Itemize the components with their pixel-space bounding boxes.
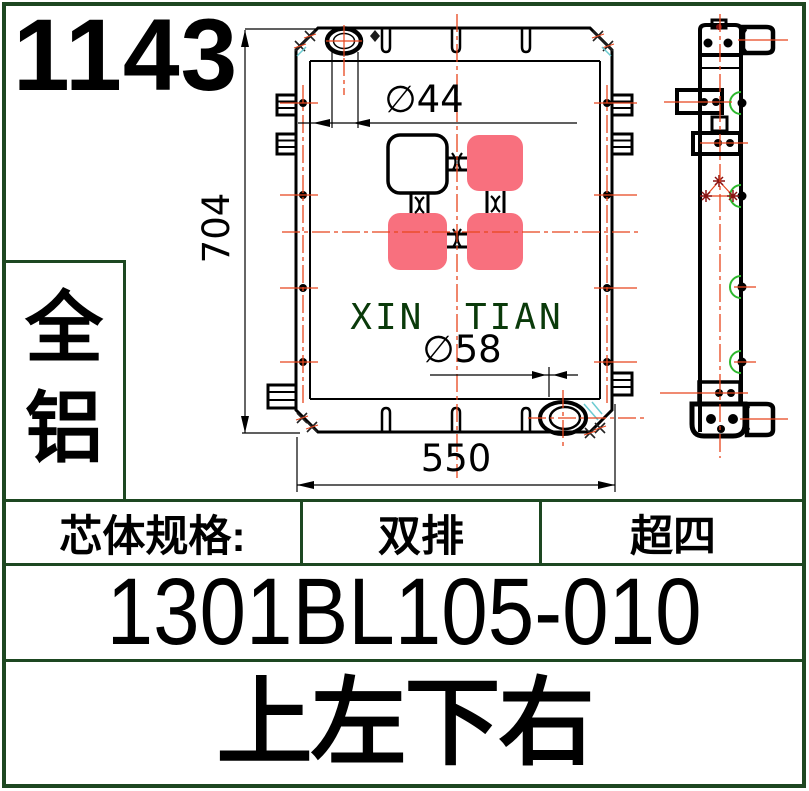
side-centerlines [660,14,788,458]
outlet-pipe [743,401,776,438]
logo-square-white [386,133,449,195]
right-mounting-tabs [610,93,634,397]
dim-inlet-text: ∅44 [384,78,463,121]
top-tank-slots [380,29,532,54]
dimension-outlet-diameter: ∅58 [422,328,578,397]
bottom-tank-slots [380,406,532,431]
vent-mark [370,30,380,42]
material-box: 全 铝 [5,260,126,499]
core-spec-row: 芯体规格: 双排 超四 [5,499,804,566]
corner-weld-marks [293,30,615,439]
dim-width-text: 550 [421,437,492,480]
brand-logo: XIN TIAN [350,133,563,338]
logo-square-pink-3 [467,213,523,270]
brand-text: XIN TIAN [350,297,563,338]
core-spec-fin-type: 超四 [630,512,716,561]
drawing-number: 1143 [13,0,239,112]
logo-square-pink-2 [388,213,447,270]
dimension-inlet-diameter: ∅44 [298,52,577,128]
logo-square-pink-1 [467,135,523,191]
dim-outlet-text: ∅58 [422,328,501,371]
core-spec-label: 芯体规格: [5,502,303,563]
centerlines [280,14,645,478]
dimension-width: 550 [296,404,616,492]
material-char-1: 全 [24,284,103,372]
dim-height-text: 704 [195,193,238,264]
left-mounting-tabs [266,93,298,410]
dimension-height: 704 [195,28,316,434]
inlet-pipe [740,24,776,56]
orientation-text: 上左下右 [216,670,595,777]
orientation-row: 上左下右 [5,662,804,786]
radiator-side-view [660,14,788,458]
core-spec-row-type: 双排 [303,502,542,563]
part-number: 1301BL105-010 [106,559,703,665]
part-number-row: 1301BL105-010 [5,559,804,665]
material-char-2: 铝 [24,384,103,472]
technical-drawing: XIN TIAN ∅44 704 ∅58 550 [195,14,788,492]
